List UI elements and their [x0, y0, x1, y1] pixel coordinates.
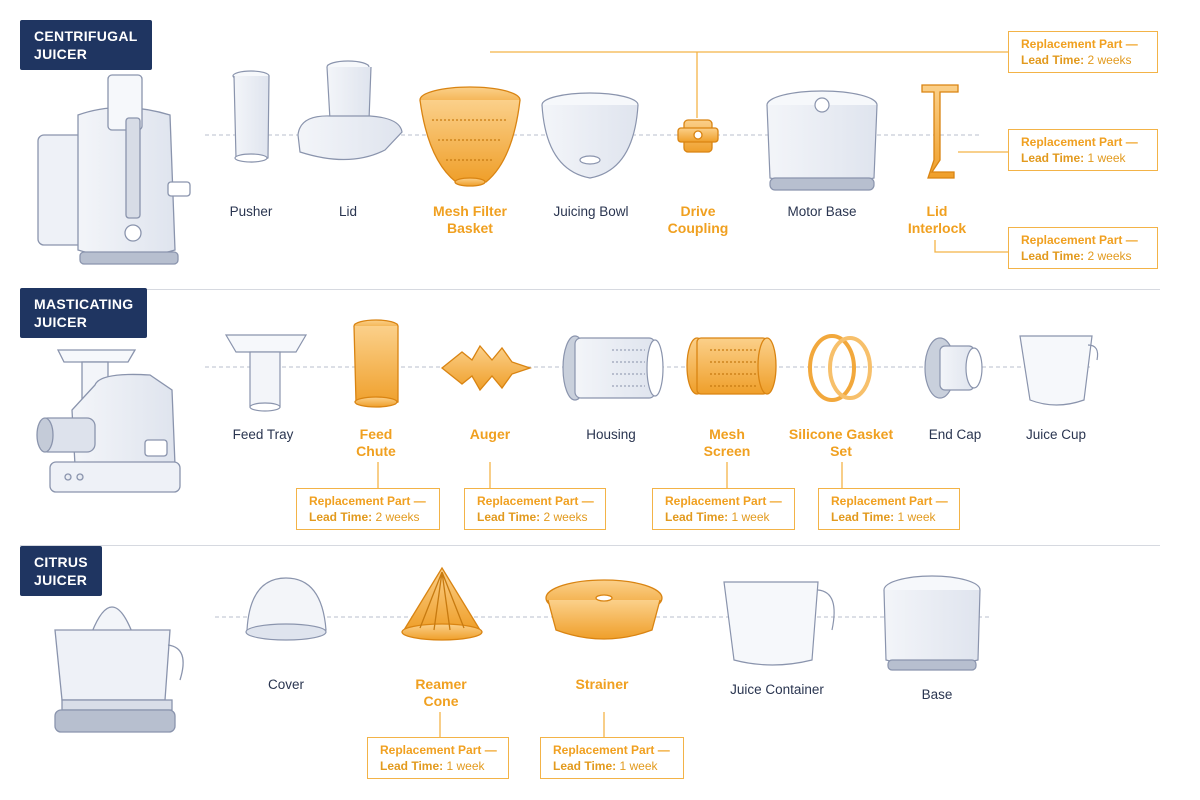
- gasket-icon: [808, 334, 872, 402]
- part-label-silicone-gasket-set: Silicone Gasket Set: [788, 426, 894, 459]
- callout-reamer-cone: Replacement Part — Lead Time: 1 week: [367, 737, 509, 779]
- callout-strainer: Replacement Part — Lead Time: 1 week: [540, 737, 684, 779]
- part-label-strainer: Strainer: [575, 676, 629, 692]
- part-label-base: Base: [921, 687, 953, 702]
- part-label-drive-coupling: Drive Coupling: [667, 203, 729, 236]
- callout-silicone-gasket: Replacement Part — Lead Time: 1 week: [818, 488, 960, 530]
- section-title-centrifugal: CENTRIFUGAL JUICER: [20, 20, 152, 70]
- drive-coupling-icon: [677, 119, 719, 153]
- part-label-reamer-cone: Reamer Cone: [415, 676, 467, 709]
- section-title-masticating: MASTICATING JUICER: [20, 288, 148, 338]
- part-label-end-cap: End Cap: [928, 427, 982, 442]
- housing-icon: [562, 335, 664, 401]
- part-label-cover: Cover: [267, 677, 305, 692]
- motor-base-icon: [766, 90, 878, 191]
- lid-interlock-icon: [921, 84, 959, 179]
- part-label-mesh-screen: Mesh Screen: [703, 426, 751, 459]
- part-label-feed-tray: Feed Tray: [232, 427, 294, 442]
- reamer-cone-icon: [401, 566, 483, 641]
- callout-lid-interlock-2: Replacement Part — Lead Time: 2 weeks: [1008, 227, 1158, 269]
- part-label-housing: Housing: [586, 427, 636, 442]
- base-icon: [883, 575, 981, 671]
- pusher-icon: [232, 70, 270, 163]
- part-label-lid-interlock: Lid Interlock: [907, 203, 967, 236]
- end-cap-icon: [924, 337, 983, 399]
- callout-drive-coupling: Replacement Part — Lead Time: 2 weeks: [1008, 31, 1158, 73]
- auger-icon: [440, 344, 533, 392]
- callout-lid-interlock-1: Replacement Part — Lead Time: 1 week: [1008, 129, 1158, 171]
- callout-mesh-screen: Replacement Part — Lead Time: 1 week: [652, 488, 795, 530]
- leader-lid-interlock-bottom: [934, 240, 1008, 253]
- part-label-motor-base: Motor Base: [787, 204, 857, 219]
- juice-container-icon: [723, 581, 835, 666]
- part-label-pusher: Pusher: [229, 204, 273, 219]
- section-divider: [20, 289, 1160, 290]
- cover-icon: [245, 577, 327, 641]
- part-label-juice-cup: Juice Cup: [1025, 427, 1087, 442]
- part-label-juice-container: Juice Container: [730, 682, 824, 697]
- feed-chute-icon: [353, 319, 399, 408]
- callout-auger: Replacement Part — Lead Time: 2 weeks: [464, 488, 606, 530]
- juicing-bowl-icon: [541, 92, 639, 179]
- part-label-auger: Auger: [469, 426, 511, 442]
- feed-tray-icon: [224, 334, 308, 412]
- leader-lines: [377, 51, 1008, 737]
- part-label-lid: Lid: [338, 204, 358, 219]
- part-label-juicing-bowl: Juicing Bowl: [553, 204, 629, 219]
- part-label-feed-chute: Feed Chute: [356, 426, 396, 459]
- juice-cup-icon: [1019, 335, 1099, 406]
- citrus-juicer-illustration: [54, 606, 184, 733]
- strainer-icon: [545, 579, 663, 640]
- masticating-juicer-illustration: [36, 349, 181, 493]
- section-title-citrus: CITRUS JUICER: [20, 546, 102, 596]
- lid-icon: [297, 60, 403, 161]
- mesh-filter-basket-icon: [419, 86, 521, 187]
- part-label-mesh-filter-basket: Mesh Filter Basket: [433, 203, 507, 236]
- centrifugal-juicer-illustration: [37, 74, 191, 265]
- callout-feed-chute: Replacement Part — Lead Time: 2 weeks: [296, 488, 440, 530]
- mesh-screen-icon: [686, 337, 777, 395]
- section-divider: [20, 545, 1160, 546]
